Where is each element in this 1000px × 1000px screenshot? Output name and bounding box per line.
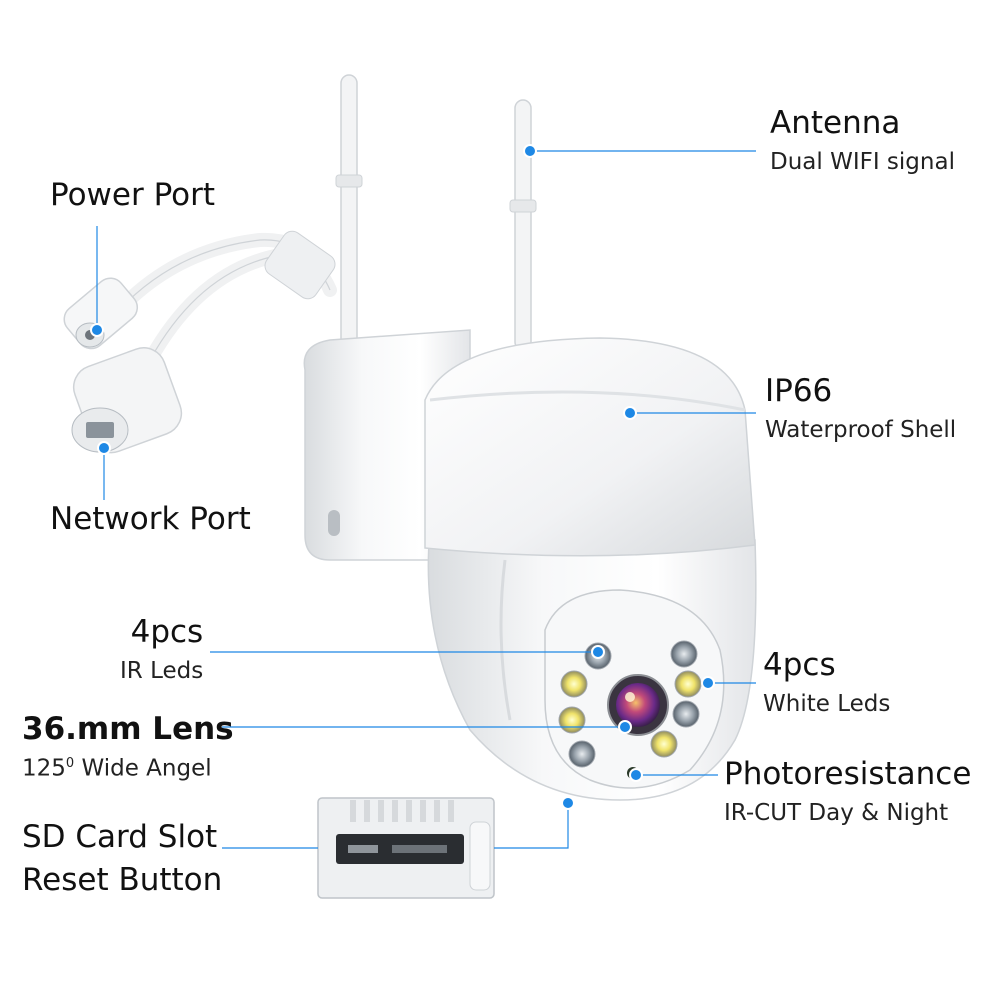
white-leds-label: 4pcs White Leds (763, 650, 890, 716)
antenna-label: Antenna Dual WIFI signal (770, 108, 955, 174)
callout-dots (90, 144, 715, 810)
network-port-label: Network Port (50, 504, 251, 535)
ir-leds-title: 4pcs (130, 614, 204, 650)
camera-dome (424, 337, 756, 557)
power-port-title: Power Port (50, 177, 216, 213)
ip66-title: IP66 (765, 373, 833, 409)
white-leds-title: 4pcs (763, 647, 836, 683)
ip66-label: IP66 Waterproof Shell (765, 376, 956, 442)
antenna-title: Antenna (770, 105, 901, 141)
power-plug (63, 277, 139, 350)
sd-card-inset (317, 797, 495, 899)
main-lens (607, 674, 669, 736)
white-leds-subtitle: White Leds (763, 691, 891, 717)
lens-angle-number: 125 (22, 755, 66, 782)
lens-subtitle: 1250 Wide Angel (22, 757, 234, 781)
lens-angle-text: Wide Angel (74, 755, 212, 782)
reset-button-title: Reset Button (22, 862, 223, 898)
antenna-subtitle: Dual WIFI signal (770, 149, 955, 175)
sd-reset-label: SD Card Slot Reset Button (22, 822, 222, 896)
photoresistance-subtitle: IR-CUT Day & Night (724, 800, 949, 826)
ir-leds-label: 4pcs IR Leds (120, 617, 203, 683)
network-connector (71, 347, 183, 454)
photoresistance-label: Photoresistance IR-CUT Day & Night (724, 759, 971, 825)
lens-label: 36.mm Lens 1250 Wide Angel (22, 714, 234, 781)
sd-card-title: SD Card Slot (22, 819, 218, 855)
lens-title: 36.mm Lens (22, 711, 234, 747)
power-port-label: Power Port (50, 180, 215, 211)
white-leds (650, 640, 702, 758)
ir-leds-subtitle: IR Leds (120, 658, 204, 684)
photoresistance-title: Photoresistance (724, 756, 972, 792)
callout-lines (96, 150, 756, 849)
lens-angle-degree: 0 (65, 756, 75, 771)
antenna-right (509, 99, 537, 351)
ip66-subtitle: Waterproof Shell (765, 417, 957, 443)
network-port-title: Network Port (50, 501, 251, 537)
